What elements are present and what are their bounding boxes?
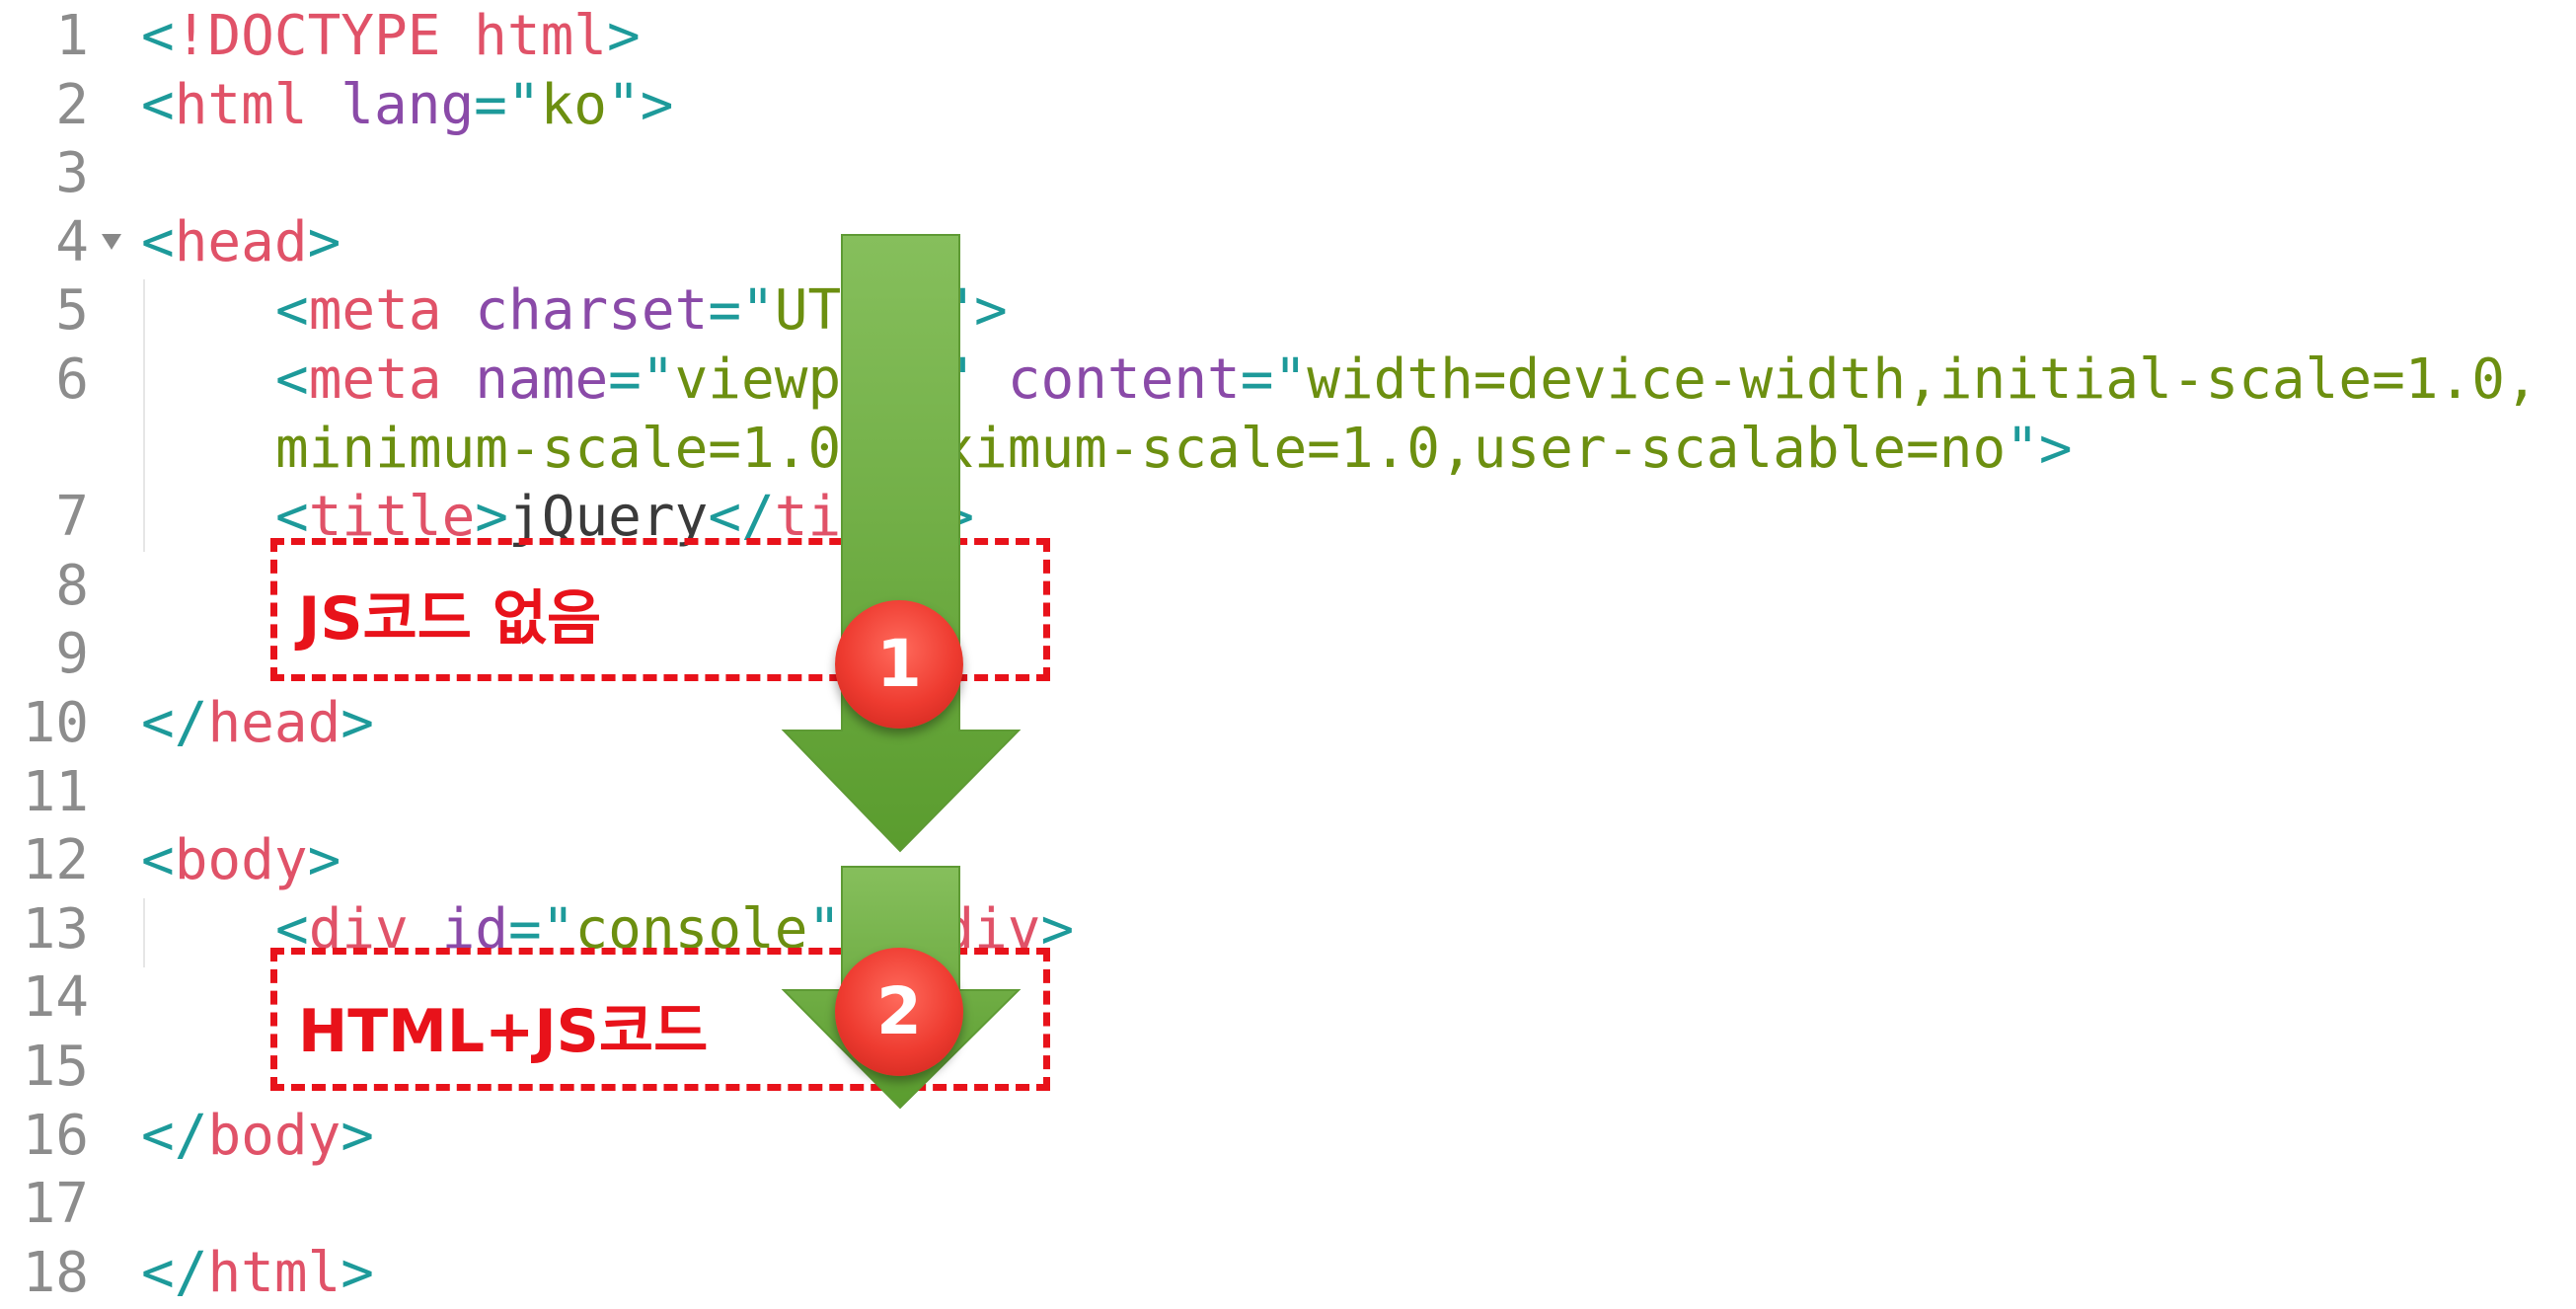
code-text: <meta charset="UTF-8"> [275, 276, 1008, 346]
line-number: 14 [22, 965, 89, 1031]
code-token: lang [341, 72, 475, 137]
code-token: content [1007, 347, 1241, 412]
code-token: meta [308, 347, 442, 412]
code-token: =" [1240, 347, 1308, 412]
step-1-badge: 1 [835, 600, 963, 729]
code-line[interactable]: 5 <meta charset="UTF-8"> [0, 276, 2576, 346]
line-number: 16 [22, 1103, 89, 1168]
line-number: 1 [55, 4, 89, 68]
html-js-code-box [270, 948, 1050, 1091]
code-token: </ [141, 1103, 208, 1168]
code-token: > [607, 4, 641, 68]
line-number: 5 [55, 278, 89, 344]
code-line[interactable]: 6<meta name="viewport" content="width=de… [0, 346, 2576, 415]
code-token: !DOCTYPE html [174, 4, 608, 68]
code-line[interactable]: 15 [0, 1033, 2576, 1102]
code-token: </ [141, 1240, 208, 1305]
code-token: > [307, 828, 341, 893]
code-text: </html> [141, 1239, 374, 1308]
line-number: 2 [55, 72, 89, 137]
code-token: ko [540, 72, 608, 137]
code-token [974, 347, 1008, 412]
code-line[interactable]: 14 [0, 963, 2576, 1033]
code-token [308, 73, 341, 137]
code-line[interactable]: 16 </body> [0, 1102, 2576, 1171]
step-2-badge: 2 [835, 948, 963, 1076]
no-js-code-label: JS코드 없음 [298, 584, 602, 654]
code-token: "> [941, 278, 1008, 344]
line-number: 12 [22, 828, 89, 893]
line-number: 13 [22, 896, 89, 962]
line-number: 18 [22, 1240, 89, 1305]
code-token: head [174, 209, 308, 274]
line-number: 8 [55, 553, 89, 618]
code-token: > [341, 691, 375, 755]
code-line[interactable]: 11 [0, 758, 2576, 827]
code-token: viewport [674, 347, 942, 412]
code-token: < [275, 347, 309, 412]
code-line[interactable]: minimum-scale=1.0,maximum-scale=1.0,user… [0, 415, 2576, 484]
code-token [442, 347, 476, 412]
code-token: html [174, 72, 308, 137]
code-token: "> [2006, 416, 2073, 481]
line-number: 17 [22, 1172, 89, 1237]
code-line[interactable]: 2 <html lang="ko"> [0, 71, 2576, 140]
no-js-code-box [270, 538, 1050, 681]
code-token: > [341, 1103, 375, 1168]
code-token: body [207, 1103, 341, 1168]
code-token: name [475, 347, 609, 412]
code-token: < [141, 72, 175, 137]
code-line[interactable]: 10 </head> [0, 689, 2576, 758]
code-text: </body> [141, 1102, 374, 1171]
code-line[interactable]: 3 [0, 139, 2576, 208]
line-number: 6 [55, 347, 89, 412]
code-token: =" [474, 72, 541, 137]
code-token: > [341, 1240, 375, 1305]
code-token [442, 278, 476, 343]
indent-guide [143, 898, 145, 967]
code-token: < [275, 278, 309, 344]
code-token: meta [308, 278, 442, 344]
line-number: 7 [55, 485, 89, 550]
fold-toggle-icon[interactable] [102, 233, 121, 250]
code-token: =" [608, 347, 675, 412]
code-text: <html lang="ko"> [141, 71, 673, 140]
code-line[interactable]: 1 <!DOCTYPE html> [0, 2, 2576, 71]
code-text: <body> [141, 826, 341, 895]
code-token: </ [141, 691, 208, 755]
line-number: 9 [55, 622, 89, 687]
code-line[interactable]: 9 [0, 620, 2576, 689]
line-number: 4 [55, 209, 89, 274]
code-line[interactable]: 17 [0, 1170, 2576, 1239]
code-text: <meta name="viewport" content="width=dev… [275, 346, 2538, 415]
code-text: <!DOCTYPE html> [141, 2, 641, 71]
code-line[interactable]: 4 <head> [0, 208, 2576, 277]
code-token: < [141, 209, 175, 274]
code-token: body [174, 828, 308, 893]
code-token: UTF-8 [774, 278, 942, 344]
code-line[interactable]: 12 <body> [0, 826, 2576, 895]
indent-guide [143, 279, 145, 552]
code-token: < [141, 828, 175, 893]
code-token: < [141, 4, 175, 68]
code-token: width=device-width,initial-scale=1.0, [1307, 347, 2538, 412]
code-text: minimum-scale=1.0,maximum-scale=1.0,user… [275, 415, 2073, 484]
html-js-code-label: HTML+JS코드 [298, 997, 709, 1066]
code-token: =" [708, 278, 775, 344]
code-token: > [307, 209, 341, 274]
line-number: 10 [22, 691, 89, 755]
code-token: "> [607, 72, 674, 137]
code-line[interactable]: 18 </html> [0, 1239, 2576, 1308]
code-text: </head> [141, 689, 374, 758]
code-token: " [941, 347, 975, 412]
line-number: 15 [22, 1035, 89, 1099]
code-text: <head> [141, 208, 341, 277]
line-number: 11 [22, 759, 89, 824]
line-number: 3 [55, 141, 89, 206]
code-token: charset [475, 278, 709, 344]
code-token: html [207, 1240, 341, 1305]
code-token: head [207, 691, 341, 755]
code-token: minimum-scale=1.0,maximum-scale=1.0,user… [275, 416, 2007, 481]
code-line[interactable]: 8 [0, 552, 2576, 621]
